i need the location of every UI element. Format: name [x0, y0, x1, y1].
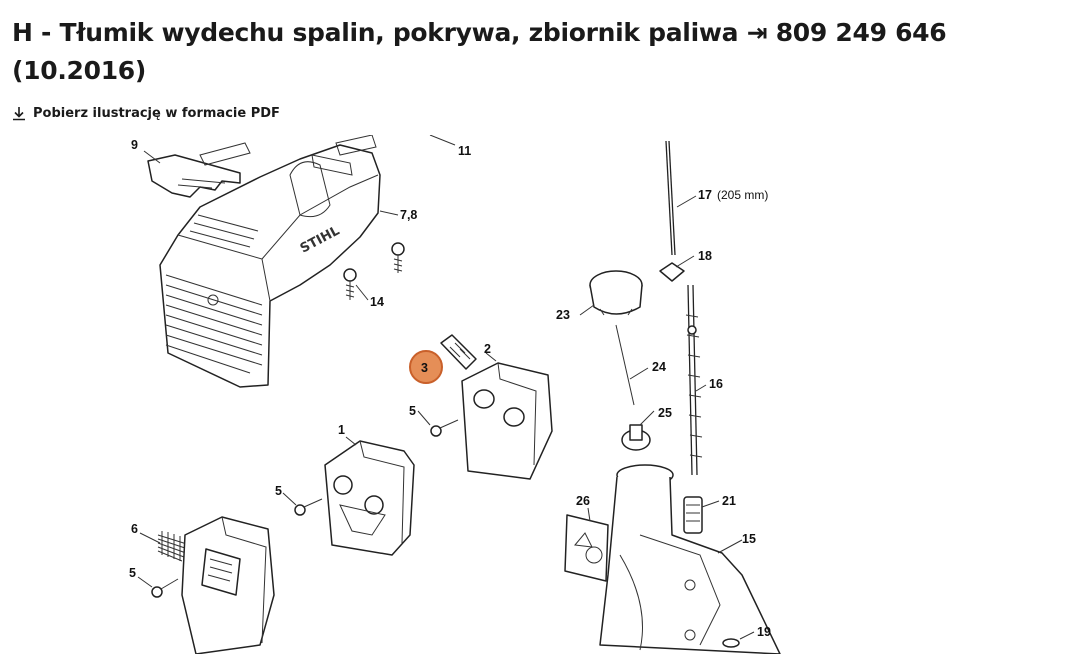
callout-5-b[interactable]: 5 — [275, 484, 282, 498]
callout-25[interactable]: 25 — [658, 406, 672, 420]
muffler-cover-shape — [181, 516, 275, 654]
callout-16[interactable]: 16 — [709, 377, 723, 391]
callout-26[interactable]: 26 — [576, 494, 590, 508]
highlight-marker-3[interactable] — [409, 350, 443, 384]
callout-5-c[interactable]: 5 — [129, 566, 136, 580]
part-14-screws — [343, 242, 405, 300]
callout-19[interactable]: 19 — [757, 625, 771, 639]
callout-14[interactable]: 14 — [370, 295, 384, 309]
part-7-8-shape: STIHL — [159, 135, 381, 388]
part-15-shape — [599, 464, 781, 654]
part-1-shape — [324, 440, 415, 556]
callout-23[interactable]: 23 — [556, 308, 570, 322]
part-25-shape — [621, 424, 651, 451]
leader-lines — [137, 135, 755, 640]
part-18-shape — [659, 262, 685, 282]
callout-18[interactable]: 18 — [698, 249, 712, 263]
page-title: H - Tłumik wydechu spalin, pokrywa, zbio… — [12, 14, 1052, 90]
callout-11[interactable]: 11 — [458, 144, 471, 158]
download-pdf-link[interactable]: Pobierz ilustrację w formacie PDF — [12, 106, 280, 121]
callout-5-a[interactable]: 5 — [409, 404, 416, 418]
download-pdf-label: Pobierz ilustrację w formacie PDF — [33, 106, 280, 121]
callout-17[interactable]: 17 — [698, 188, 712, 202]
callout-17-size: (205 mm) — [717, 188, 768, 202]
callout-6[interactable]: 6 — [131, 522, 138, 536]
callout-2[interactable]: 2 — [484, 342, 491, 356]
part-19-shape — [722, 638, 740, 648]
callout-3[interactable]: 3 — [421, 361, 428, 375]
part-2-shape — [461, 362, 553, 480]
part-26-shape — [564, 514, 609, 582]
callout-24[interactable]: 24 — [652, 360, 666, 374]
callout-1[interactable]: 1 — [338, 423, 345, 437]
part-17-rod — [665, 140, 676, 256]
part-24-shape — [615, 324, 635, 406]
part-16-hose — [685, 284, 703, 476]
callout-9[interactable]: 9 — [131, 138, 138, 152]
download-icon — [13, 107, 25, 121]
part-9-shape — [147, 154, 241, 198]
callout-7-8[interactable]: 7,8 — [400, 208, 417, 222]
title-date: (10.2016) — [12, 56, 147, 85]
part-23-shape — [589, 270, 643, 316]
parts-diagram: STIHL — [0, 135, 1067, 654]
part-6-shape — [157, 531, 191, 562]
callout-21[interactable]: 21 — [722, 494, 736, 508]
part-3-shape — [440, 334, 477, 370]
part-number: 809 249 646 — [775, 18, 947, 47]
part-5-screws — [151, 419, 459, 598]
callout-15[interactable]: 15 — [742, 532, 756, 546]
arrow-icon: ⇥ — [746, 18, 768, 47]
parts-diagram-svg: STIHL — [129, 135, 781, 654]
title-text: H - Tłumik wydechu spalin, pokrywa, zbio… — [12, 18, 739, 47]
part-21-shape — [683, 496, 703, 534]
